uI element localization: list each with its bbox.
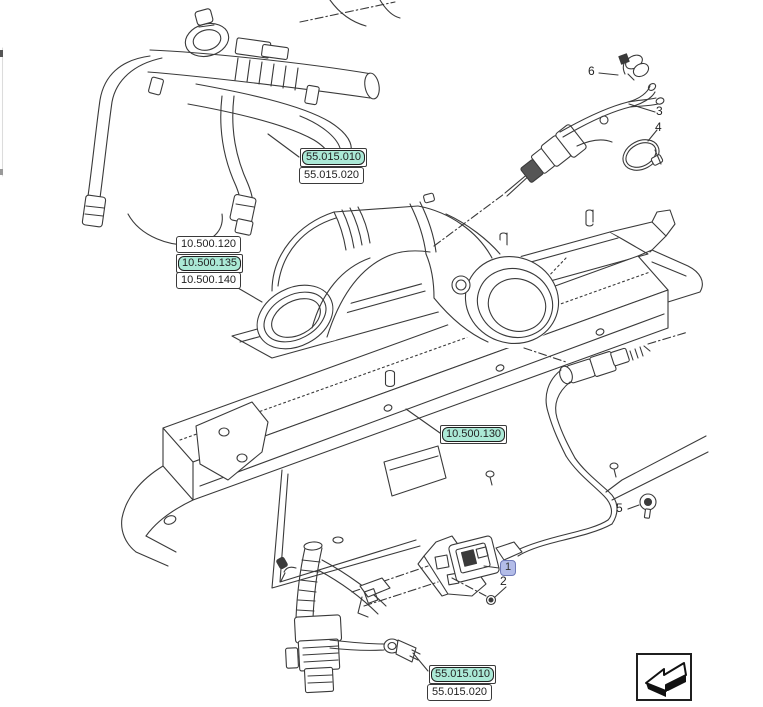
part-label-10500130[interactable]: 10.500.130 <box>440 425 508 444</box>
part-label-10500120[interactable]: 10.500.120 <box>176 236 242 253</box>
part-label-text: 10.500.140 <box>181 274 237 286</box>
callout-4[interactable]: 4 <box>655 120 662 134</box>
part-label-text: 10.500.130 <box>442 427 506 442</box>
part-label-55015020-top[interactable]: 55.015.020 <box>299 167 365 184</box>
part-label-10500135[interactable]: 10.500.135 <box>176 254 244 273</box>
callout-3[interactable]: 3 <box>656 104 663 118</box>
part-label-55015010-top[interactable]: 55.015.010 <box>300 148 368 167</box>
callout-1[interactable]: 1 <box>500 560 516 576</box>
return-arrow-icon <box>645 662 687 697</box>
part-label-text: 55.015.010 <box>431 667 495 682</box>
part-label-10500140[interactable]: 10.500.140 <box>176 272 242 289</box>
part-label-text: 55.015.020 <box>432 686 488 698</box>
part-label-text: 55.015.010 <box>302 150 366 165</box>
callout-6[interactable]: 6 <box>588 64 595 78</box>
callout-2[interactable]: 2 <box>500 574 507 588</box>
part-label-text: 10.500.135 <box>178 256 242 271</box>
part-label-text: 10.500.120 <box>181 238 237 250</box>
callout-5[interactable]: 5 <box>616 501 623 515</box>
part-label-55015020-bottom[interactable]: 55.015.020 <box>427 684 493 701</box>
part-label-text: 55.015.020 <box>304 169 360 181</box>
part-label-55015010-bottom[interactable]: 55.015.010 <box>429 665 497 684</box>
return-arrow-button[interactable] <box>636 653 692 701</box>
